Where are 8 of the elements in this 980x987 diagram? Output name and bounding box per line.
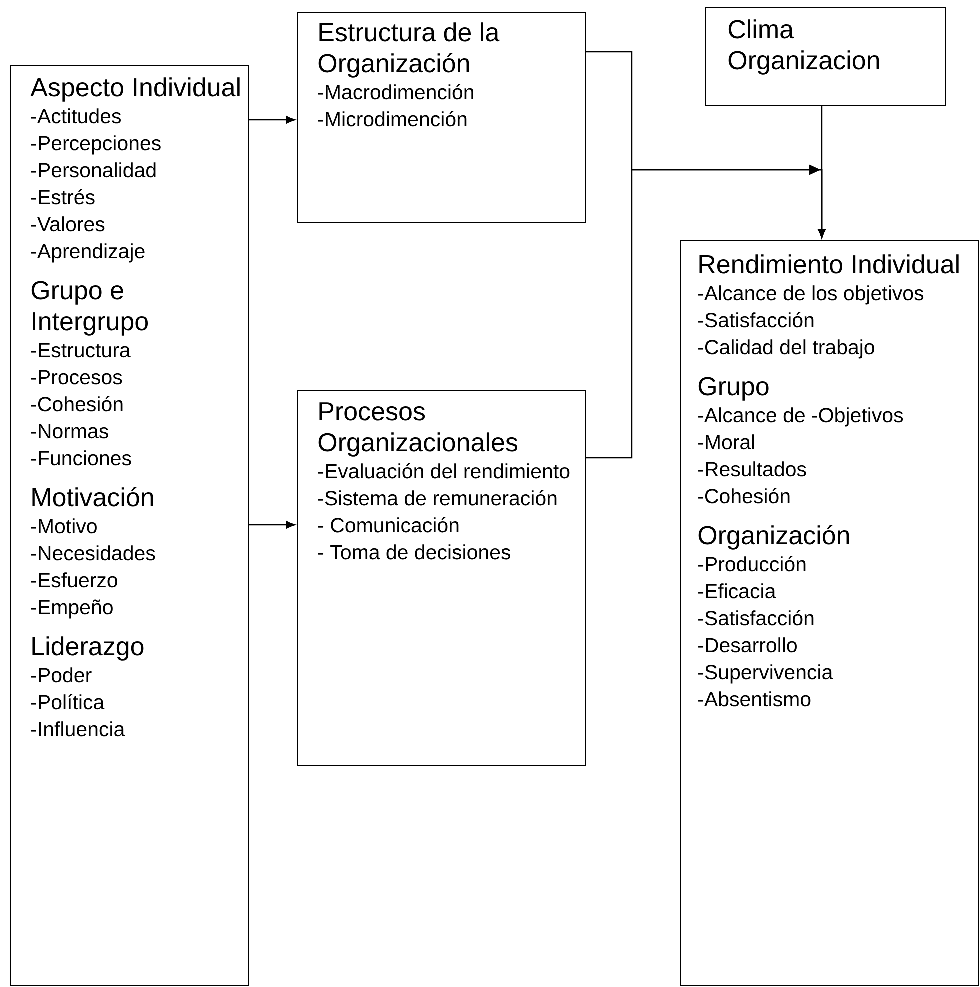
- arrow: [249, 116, 296, 124]
- text-box: Procesos Organizacionales -Evaluación del rendimiento -Sistema de remuneración - Comunicación - Toma de decisiones: [297, 390, 586, 766]
- text-box: Rendimiento Individual -Alcance de los objetivos -Satisfacción -Calidad del trabajo Grupo -Alcance de -Objetivos -Moral -Resultados -Cohesión Organización -Producción -Eficacia -Satisfacción -Desarrollo -Supervivencia -Absentismo: [680, 240, 980, 986]
- text-box: Aspecto Individual -Actitudes -Percepciones -Personalidad -Estrés -Valores -Aprendizaje Grupo e Intergrupo -Estructura -Procesos -Cohesión -Normas -Funciones Motivación -Motivo -Necesidades -Esfuerzo -Empeño Liderazgo -Poder -Política -Influencia: [10, 65, 250, 986]
- arrow: [818, 106, 826, 238]
- arrow: [249, 521, 296, 530]
- text-box: Clima Organizacion: [705, 7, 946, 106]
- text-box: Estructura de la Organización -Macrodimención -Microdimención: [297, 12, 586, 224]
